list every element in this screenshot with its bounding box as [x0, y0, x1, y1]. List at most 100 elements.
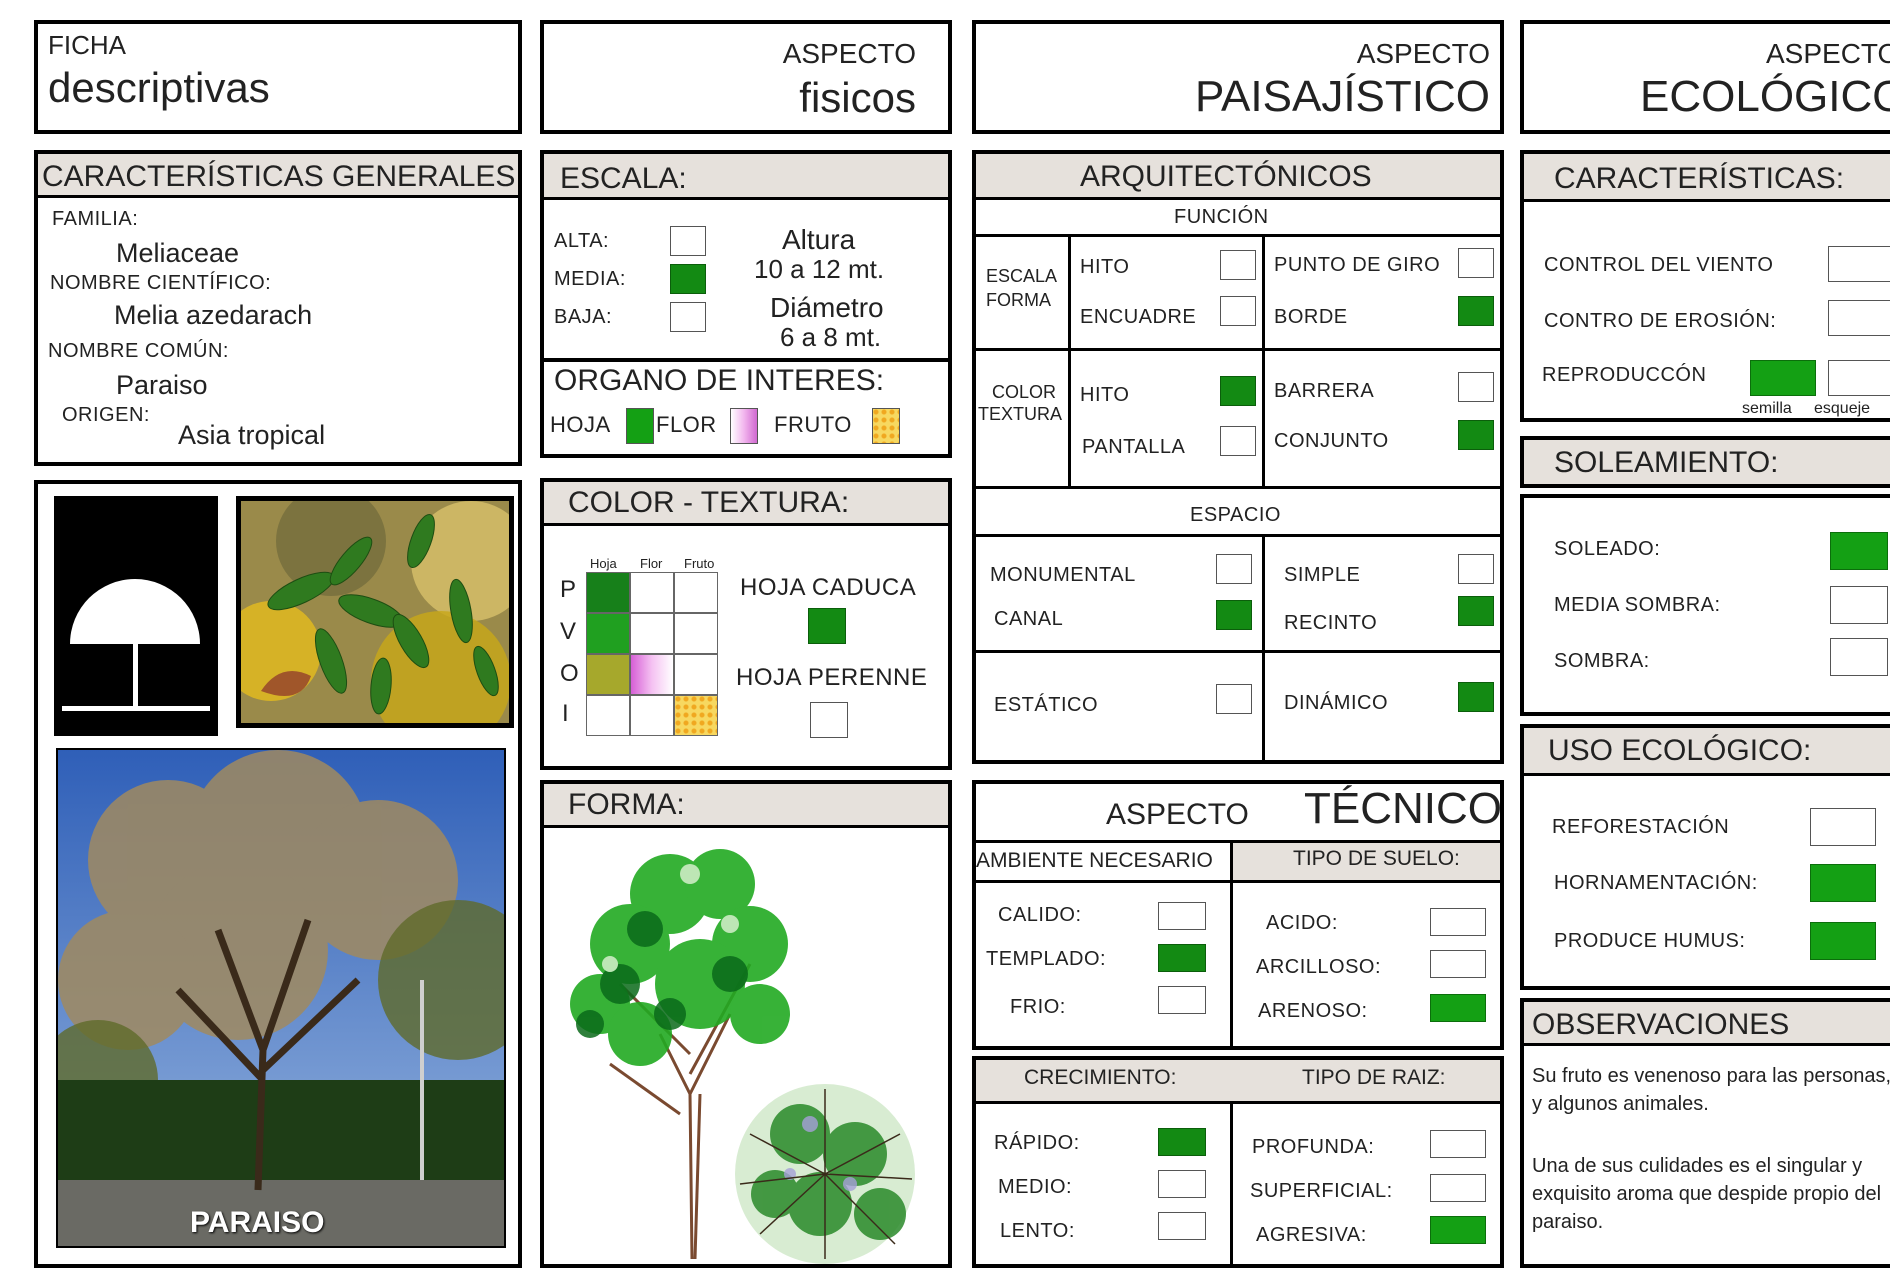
- arenoso-check[interactable]: [1430, 994, 1486, 1022]
- organo-fruto-swatch[interactable]: [872, 408, 900, 444]
- color-textura-label-1: COLOR: [992, 382, 1057, 402]
- frio-check[interactable]: [1158, 986, 1206, 1014]
- cell-p-fruto[interactable]: [674, 572, 718, 613]
- organo-hoja-swatch[interactable]: [626, 408, 654, 444]
- dinamico-check[interactable]: [1458, 682, 1494, 712]
- cell-v-hoja[interactable]: [586, 613, 630, 654]
- templado-check[interactable]: [1158, 944, 1206, 972]
- profunda-check[interactable]: [1430, 1130, 1486, 1158]
- organo-flor-swatch[interactable]: [730, 408, 758, 444]
- arq-conjunto-check[interactable]: [1458, 420, 1494, 450]
- estatico-check[interactable]: [1216, 684, 1252, 714]
- esqueje-label: esqueje: [1814, 400, 1871, 417]
- tecnico-title-small: ASPECTO: [1106, 798, 1249, 831]
- rapido-label: RÁPIDO:: [994, 1132, 1080, 1154]
- acido-label: ACIDO:: [1266, 912, 1338, 934]
- canal-check[interactable]: [1216, 600, 1252, 630]
- organo-fruto-label: FRUTO: [774, 412, 852, 437]
- superficial-check[interactable]: [1430, 1174, 1486, 1202]
- escala-forma-label-1: ESCALA: [986, 266, 1058, 286]
- escala-alta-check[interactable]: [670, 226, 706, 256]
- escala-baja-check[interactable]: [670, 302, 706, 332]
- hoja-perenne-check[interactable]: [810, 702, 848, 738]
- arq-conjunto-label: CONJUNTO: [1274, 430, 1389, 452]
- cell-o-flor[interactable]: [630, 654, 674, 695]
- cell-i-fruto[interactable]: [674, 695, 718, 736]
- calido-check[interactable]: [1158, 902, 1206, 930]
- color-grid: [586, 572, 718, 736]
- arq-pantalla-check[interactable]: [1220, 426, 1256, 456]
- escala-header-text: ESCALA:: [560, 162, 687, 195]
- arq-divider-5: [976, 650, 1500, 653]
- estatico-label: ESTÁTICO: [994, 694, 1099, 716]
- arq-encuadre-check[interactable]: [1220, 296, 1256, 326]
- crecimiento-header-bar: [976, 1060, 1500, 1104]
- observaciones-header-text: OBSERVACIONES: [1532, 1008, 1790, 1041]
- origen-value: Asia tropical: [178, 420, 326, 450]
- viento-check[interactable]: [1828, 246, 1890, 282]
- lento-check[interactable]: [1158, 1212, 1206, 1240]
- cell-v-fruto[interactable]: [674, 613, 718, 654]
- arq-borde-check[interactable]: [1458, 296, 1494, 326]
- cell-v-flor[interactable]: [630, 613, 674, 654]
- viento-label: CONTROL DEL VIENTO: [1544, 254, 1774, 276]
- soleado-check[interactable]: [1830, 532, 1888, 570]
- recinto-label: RECINTO: [1284, 612, 1378, 634]
- escala-forma-label-2: FORMA: [986, 290, 1051, 310]
- agresiva-check[interactable]: [1430, 1216, 1486, 1244]
- origen-label: ORIGEN:: [62, 404, 150, 426]
- simple-check[interactable]: [1458, 554, 1494, 584]
- ficha-title-big: descriptivas: [48, 64, 270, 111]
- reforestacion-check[interactable]: [1810, 808, 1876, 846]
- espacio-label: ESPACIO: [1190, 504, 1281, 526]
- cell-i-hoja[interactable]: [586, 695, 630, 736]
- organo-header: ORGANO DE INTERES:: [554, 364, 885, 397]
- forma-header-text: FORMA:: [568, 788, 685, 821]
- recinto-check[interactable]: [1458, 596, 1494, 626]
- photo-caption: PARAISO: [190, 1206, 325, 1239]
- escala-baja-label: BAJA:: [554, 306, 613, 328]
- arq-barrera-check[interactable]: [1458, 372, 1494, 402]
- diametro-value: 6 a 8 mt.: [780, 322, 882, 352]
- arq-divider-col1: [1068, 234, 1071, 486]
- esqueje-check[interactable]: [1828, 360, 1890, 396]
- arcilloso-check[interactable]: [1430, 950, 1486, 978]
- medio-check[interactable]: [1158, 1170, 1206, 1198]
- semilla-label: semilla: [1742, 400, 1792, 417]
- cell-p-hoja[interactable]: [586, 572, 630, 613]
- profunda-label: PROFUNDA:: [1252, 1136, 1375, 1158]
- arq-hito2-check[interactable]: [1220, 376, 1256, 406]
- sombra-label: SOMBRA:: [1554, 650, 1650, 672]
- escala-alta-label: ALTA:: [554, 230, 610, 252]
- rapido-check[interactable]: [1158, 1128, 1206, 1156]
- tree-symbol: [54, 496, 218, 736]
- organo-hoja-label: HOJA: [550, 412, 611, 437]
- monumental-check[interactable]: [1216, 554, 1252, 584]
- cientifico-value: Melia azedarach: [114, 300, 313, 330]
- arq-punto-giro-check[interactable]: [1458, 248, 1494, 278]
- acido-check[interactable]: [1430, 908, 1486, 936]
- organo-flor-label: FLOR: [656, 412, 717, 437]
- hornamentacion-label: HORNAMENTACIÓN:: [1554, 872, 1758, 894]
- arq-box: ARQUITECTÓNICOS FUNCIÓN ESCALA FORMA HIT…: [972, 150, 1504, 764]
- cell-o-hoja[interactable]: [586, 654, 630, 695]
- arq-divider-2: [976, 348, 1500, 351]
- humus-check[interactable]: [1810, 922, 1876, 960]
- hornamentacion-check[interactable]: [1810, 864, 1876, 902]
- cell-o-fruto[interactable]: [674, 654, 718, 695]
- arq-hito-check[interactable]: [1220, 250, 1256, 280]
- media-sombra-check[interactable]: [1830, 586, 1888, 624]
- erosion-label: CONTRO DE EROSIÓN:: [1544, 310, 1777, 332]
- cell-i-flor[interactable]: [630, 695, 674, 736]
- cell-p-flor[interactable]: [630, 572, 674, 613]
- erosion-check[interactable]: [1828, 300, 1890, 336]
- arq-divider-col3: [1262, 534, 1265, 760]
- fisicos-title-big: fisicos: [799, 74, 916, 121]
- escala-media-check[interactable]: [670, 264, 706, 294]
- escala-header: ESCALA:: [544, 154, 948, 200]
- sombra-check[interactable]: [1830, 638, 1888, 676]
- calido-label: CALIDO:: [998, 904, 1082, 926]
- observaciones-text-1: Su fruto es venenoso para las personas, …: [1532, 1065, 1890, 1115]
- semilla-check[interactable]: [1750, 360, 1816, 396]
- hoja-caduca-check[interactable]: [808, 608, 846, 644]
